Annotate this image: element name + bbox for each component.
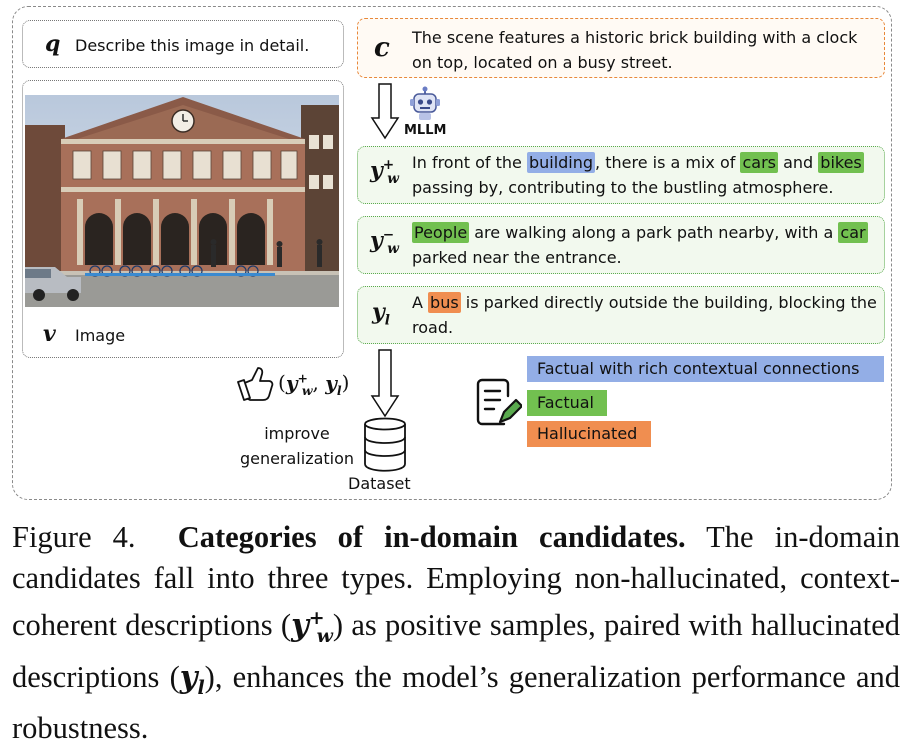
candidate-negative-box: y−w People are walking along a park path…	[357, 216, 885, 274]
robot-icon	[410, 86, 440, 120]
candidate-negative-text: People are walking along a park path nea…	[412, 220, 882, 270]
sentence-fragment: , there is a mix of	[595, 153, 741, 172]
highlight-green: cars	[740, 152, 778, 173]
candidate-positive-symbol: y+w	[370, 157, 399, 187]
arrow-to-mllm-icon	[370, 83, 400, 140]
positive-negative-pair: (y+w, yl)	[278, 370, 350, 398]
query-symbol: q	[45, 31, 61, 57]
image-symbol: v	[43, 321, 56, 347]
highlight-blue: building	[526, 152, 596, 173]
dataset-label: Dataset	[348, 474, 411, 493]
mllm-label: MLLM	[404, 123, 447, 138]
highlight-green: People	[412, 222, 470, 243]
sentence-fragment: are walking along a park path nearby, wi…	[469, 223, 839, 242]
candidate-negative-symbol: y−w	[370, 227, 399, 257]
database-icon	[364, 417, 406, 472]
candidate-hallucinated-symbol: yl	[372, 299, 390, 329]
candidate-hallucinated-box: yl A bus is parked directly outside the …	[357, 286, 885, 344]
candidate-positive-box: y+w In front of the building, there is a…	[357, 146, 885, 204]
legend-factual: Factual	[527, 390, 607, 416]
image-label: Image	[75, 326, 126, 345]
document-edit-icon	[476, 378, 522, 426]
arrow-to-dataset-icon	[370, 349, 400, 418]
sentence-fragment: In front of the	[412, 153, 527, 172]
improve-generalization-label: improve generalization	[239, 424, 355, 468]
context-box: c The scene features a historic brick bu…	[357, 18, 885, 78]
context-symbol: c	[374, 33, 390, 63]
caption-title: Categories of in-domain candidates.	[177, 520, 686, 554]
sentence-fragment: and	[778, 153, 819, 172]
figure-caption: Figure 4. Categories of in-domain candid…	[12, 520, 900, 746]
street-building-photo	[25, 95, 339, 307]
candidate-positive-text: In front of the building, there is a mix…	[412, 150, 882, 200]
context-text: The scene features a historic brick buil…	[412, 28, 858, 72]
legend-factual-rich: Factual with rich contextual connections	[527, 356, 884, 382]
highlight-green: car	[838, 222, 868, 243]
sentence-fragment: A	[412, 293, 429, 312]
candidate-hallucinated-text: A bus is parked directly outside the bui…	[412, 290, 882, 340]
highlight-orange: bus	[428, 292, 461, 313]
sentence-fragment: is parked directly outside the building,…	[412, 293, 877, 337]
figure-frame	[12, 6, 892, 500]
highlight-green: bikes	[818, 152, 864, 173]
sentence-fragment: parked near the entrance.	[412, 248, 622, 267]
sentence-fragment: passing by, contributing to the bustling…	[412, 178, 834, 197]
query-box: q Describe this image in detail.	[22, 20, 344, 68]
legend-hallucinated: Hallucinated	[527, 421, 651, 447]
caption-figure-number: Figure 4.	[12, 520, 136, 554]
image-panel: v Image	[22, 80, 344, 358]
query-text: Describe this image in detail.	[75, 36, 310, 55]
thumbs-up-icon	[237, 367, 274, 401]
